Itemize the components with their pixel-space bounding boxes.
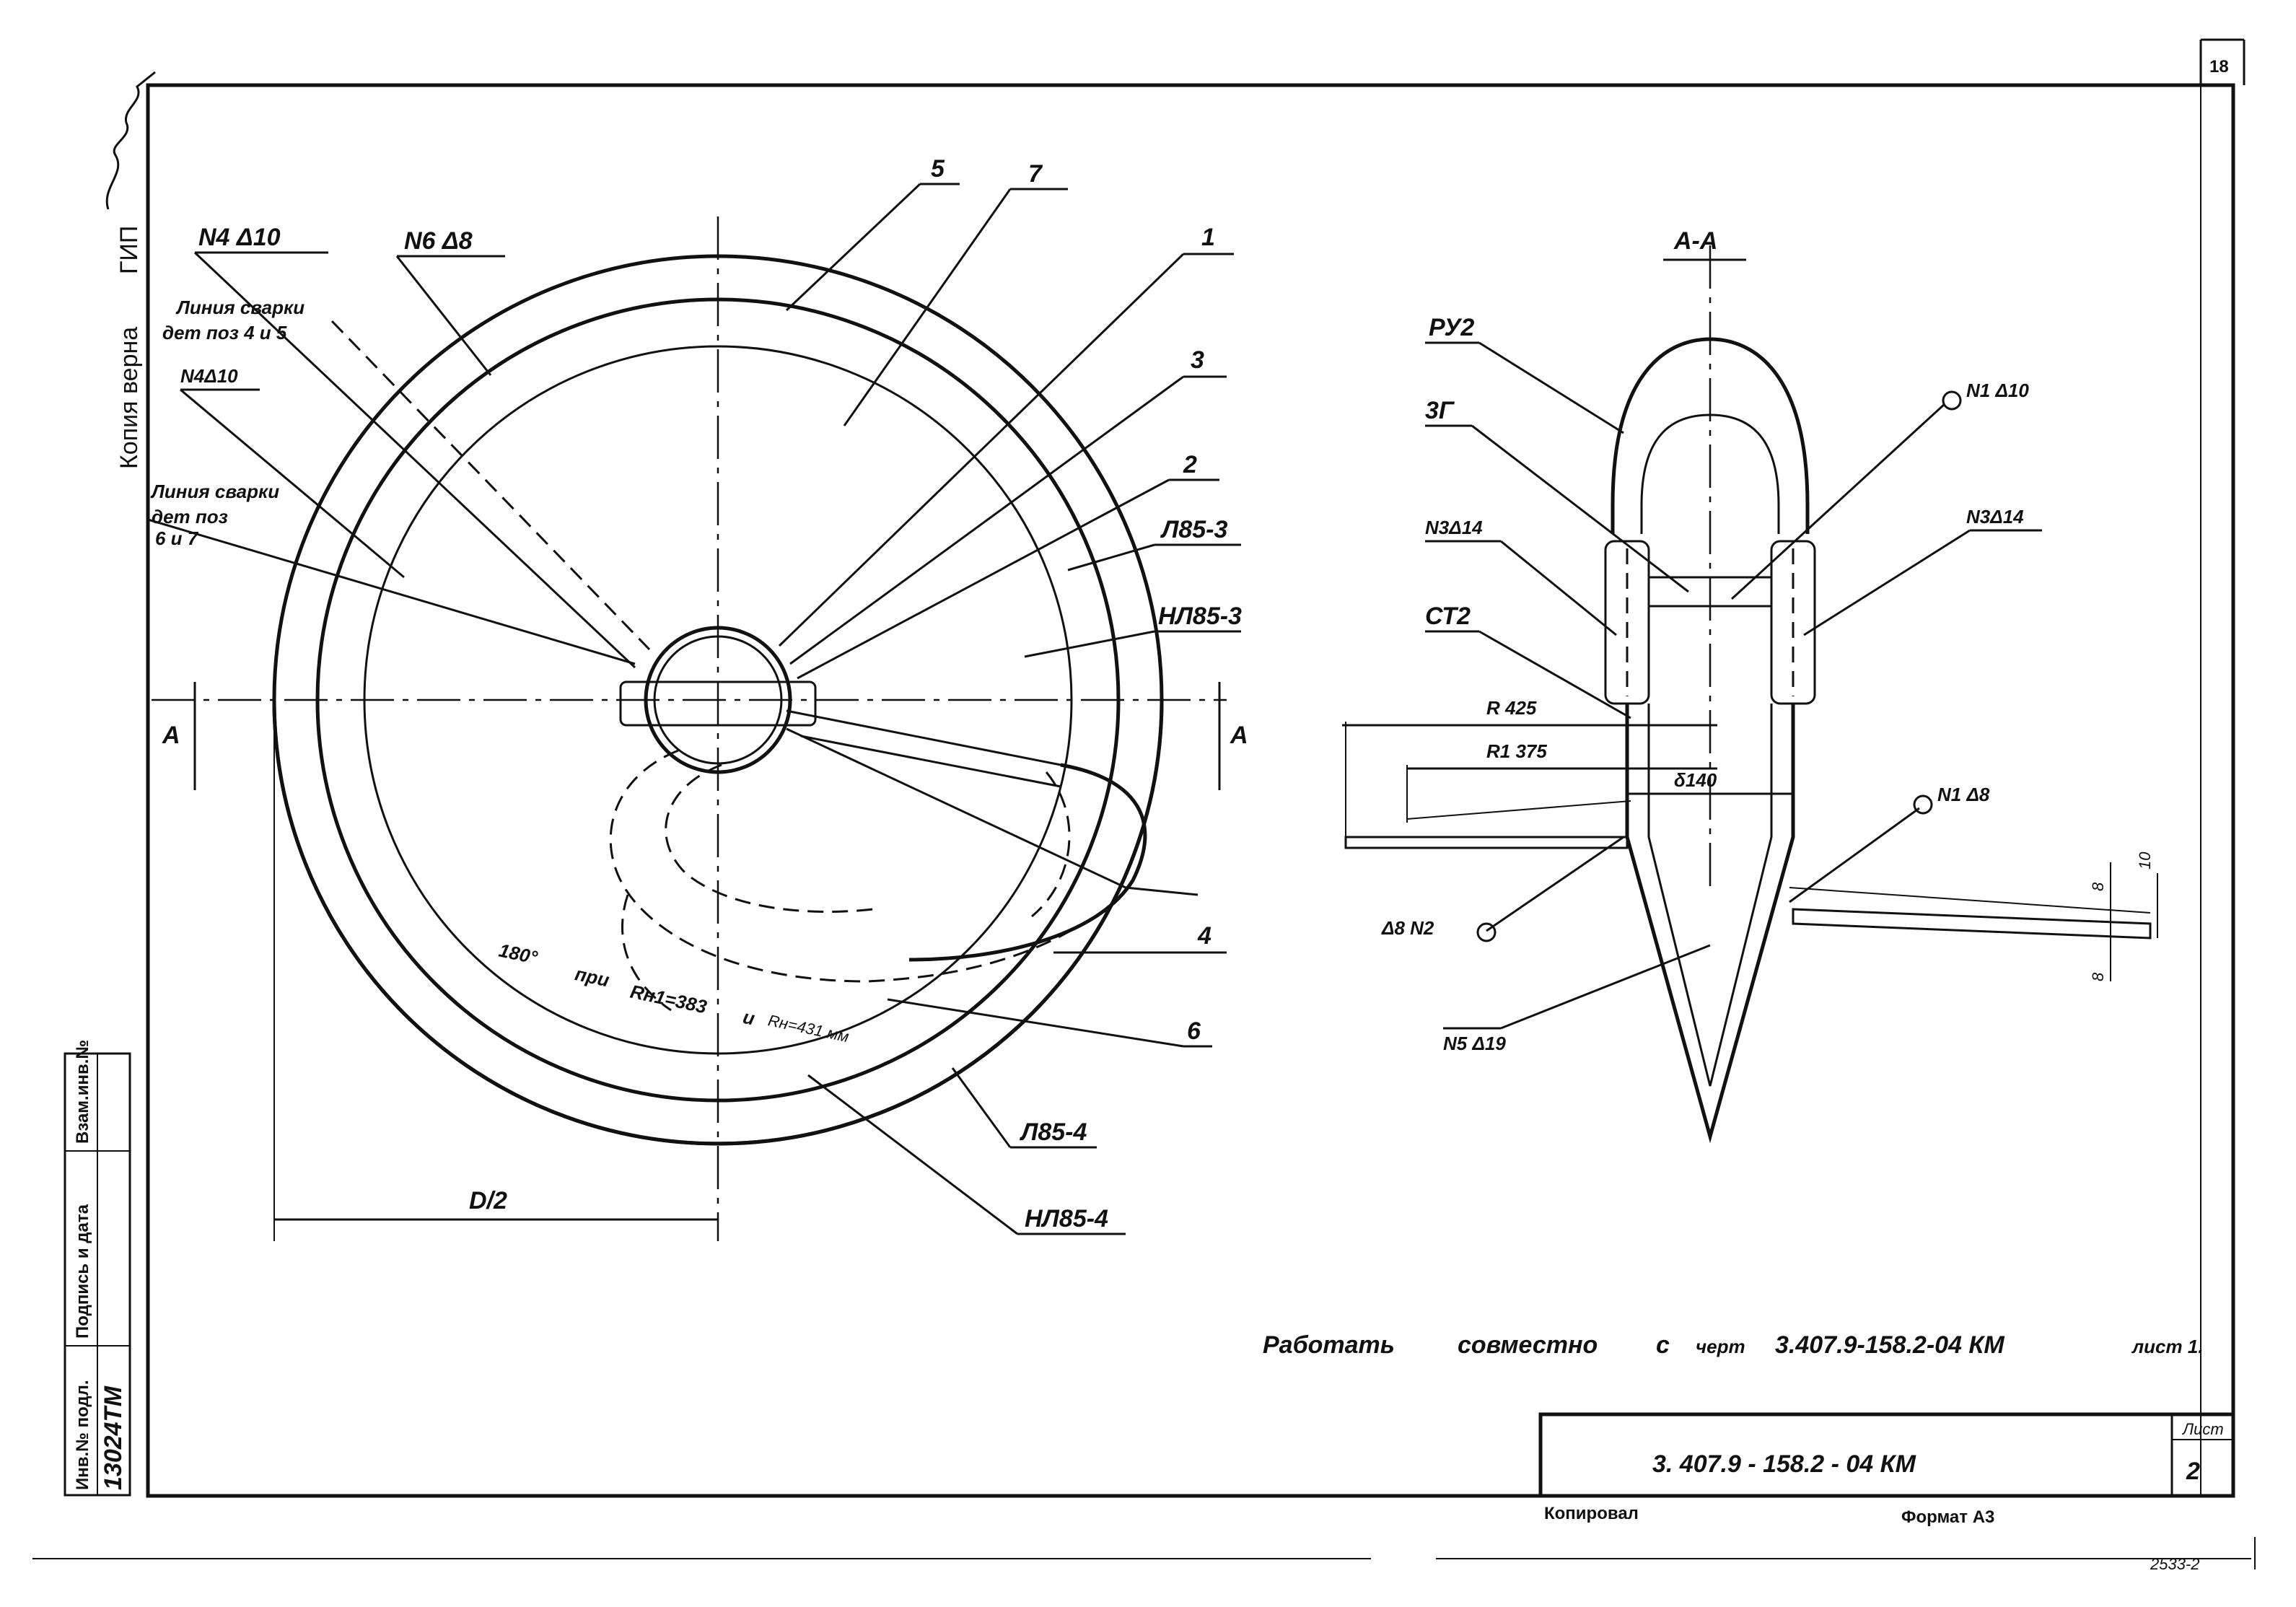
title-sheet-value: 2 xyxy=(2186,1458,2200,1485)
weld-note-1-line1: Линия сварки xyxy=(175,297,304,318)
callout-st2: СТ2 xyxy=(1425,603,1471,630)
side-note: Копия верна ГИП xyxy=(115,226,143,469)
callout-n5d19: N5 Δ19 xyxy=(1443,1033,1506,1054)
note-word-4: черт xyxy=(1696,1336,1745,1357)
arc-note-p2: при xyxy=(573,963,611,991)
stamp-signature-label: Подпись и дата xyxy=(73,1204,92,1339)
callout-7: 7 xyxy=(1028,160,1043,188)
title-block xyxy=(1538,1412,2235,1498)
callout-n4d10-top: N4 Δ10 xyxy=(198,224,281,251)
dim-t10: 10 xyxy=(2136,851,2154,870)
dim-r425: R 425 xyxy=(1486,697,1537,719)
weld-note-2-line1: Линия сварки xyxy=(150,481,279,502)
sheet-number: 18 xyxy=(2209,57,2229,76)
callout-zg: 3Г xyxy=(1425,397,1455,424)
footer-format: Формат А3 xyxy=(1901,1507,1994,1527)
arc-note-p5: Rн=431 мм xyxy=(766,1011,851,1046)
footer-copied: Копировал xyxy=(1544,1504,1639,1523)
callout-n6d8: N6 Δ8 xyxy=(404,227,473,255)
callout-3: 3 xyxy=(1191,346,1204,374)
arc-note-p4: и xyxy=(741,1006,757,1030)
callout-a853: Л85-3 xyxy=(1160,516,1227,543)
callout-5: 5 xyxy=(931,155,945,183)
note-word-2: совместно xyxy=(1458,1331,1598,1359)
callout-4: 4 xyxy=(1197,922,1211,950)
stamp-strip xyxy=(63,1052,131,1497)
dim-r375: R1 375 xyxy=(1486,740,1547,762)
stamp-inventory-label: Инв.№ подл. xyxy=(73,1380,92,1490)
arc-note: 180° при Rн1=383 и Rн=431 мм xyxy=(497,940,851,1046)
section-leaders xyxy=(1425,341,2042,1030)
section-view xyxy=(1342,245,2158,1144)
arc-note-p3: Rн1=383 xyxy=(628,981,709,1018)
callout-n1d8: N1 Δ8 xyxy=(1937,784,1990,805)
plan-leaders xyxy=(147,183,1241,1241)
note-word-3: с xyxy=(1656,1331,1670,1359)
arc-note-angle: 180° xyxy=(497,940,540,969)
side-note-text: Копия верна xyxy=(115,327,143,469)
callout-n4d10-mid: N4Δ10 xyxy=(180,365,238,387)
callout-2: 2 xyxy=(1183,451,1197,478)
note-word-6: лист 1. xyxy=(2131,1336,2204,1357)
callout-ru2: РУ2 xyxy=(1429,314,1474,341)
drawing-frame xyxy=(32,38,2256,1569)
callout-n3d14-left: N3Δ14 xyxy=(1425,517,1483,538)
callout-ha853: НЛ85-3 xyxy=(1158,603,1242,630)
half-diameter-dim: D/2 xyxy=(469,1187,507,1214)
title-sheet-label: Лист xyxy=(2181,1420,2224,1438)
weld-note-2-line3: 6 и 7 xyxy=(155,527,199,549)
plan-view xyxy=(152,216,1227,1241)
note-word-1: Работать xyxy=(1263,1331,1395,1359)
dim-t8a: 8 xyxy=(2089,882,2107,891)
stamp-replace-label: Взам.инв.№ xyxy=(73,1040,92,1144)
callout-a854: Л85-4 xyxy=(1019,1118,1087,1146)
footer-edge-code: 2533-2 xyxy=(2150,1555,2200,1573)
callout-1: 1 xyxy=(1201,224,1215,251)
side-note-role: ГИП xyxy=(115,226,143,274)
weld-note-1-line2: дет поз 4 и 5 xyxy=(162,322,287,343)
note: Работать совместно с черт 3.407.9-158.2-… xyxy=(1263,1331,2204,1359)
approval-signature xyxy=(105,71,156,210)
section-title: А-А xyxy=(1673,227,1717,255)
dim-t8b: 8 xyxy=(2089,972,2107,981)
weld-note-2-line2: дет поз xyxy=(152,506,228,527)
section-mark-left: А xyxy=(162,722,180,749)
callout-6: 6 xyxy=(1187,1017,1201,1045)
callout-n1d10: N1 Δ10 xyxy=(1966,380,2029,401)
callout-ha854: НЛ85-4 xyxy=(1025,1205,1108,1232)
dim-d140: δ140 xyxy=(1674,769,1717,791)
section-mark-right: А xyxy=(1230,722,1248,749)
callout-d8n2: Δ8 N2 xyxy=(1381,917,1434,939)
note-word-5: 3.407.9-158.2-04 КМ xyxy=(1775,1331,2004,1359)
title-code: 3. 407.9 - 158.2 - 04 КМ xyxy=(1652,1450,1916,1478)
stamp-inventory-value: 13024ТМ xyxy=(100,1385,127,1490)
callout-n3d14-right: N3Δ14 xyxy=(1966,506,2024,527)
